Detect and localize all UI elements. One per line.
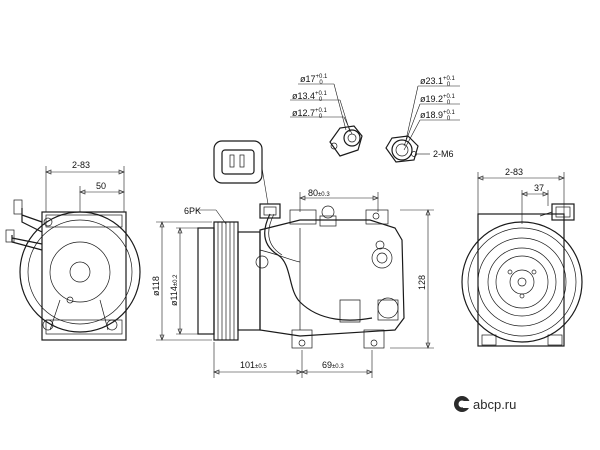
dim-bottom-offset: 69±0.3	[322, 360, 344, 370]
right-end-view	[461, 203, 583, 347]
dim-right-view-width: 2-83	[505, 167, 523, 177]
connector-detail	[213, 140, 269, 205]
dim-left-width: 2-83	[72, 160, 90, 170]
dim-right-view-inner: 37	[534, 183, 544, 193]
dim-right-height: 128	[417, 275, 427, 290]
watermark-text: abcp.ru	[473, 397, 516, 412]
right-port-detail	[385, 85, 460, 163]
dim-mount-spacing: 80±0.3	[308, 188, 330, 198]
right-view-dimensions	[477, 172, 565, 224]
dim-side-outer: ø118	[151, 276, 161, 296]
side-view-body	[197, 203, 405, 349]
watermark: abcp.ru	[454, 396, 516, 412]
side-view-dimensions	[156, 192, 434, 378]
dim-belt-label: 6PK	[184, 206, 201, 216]
dim-left-inner: 50	[96, 181, 106, 191]
dim-bottom-length: 101±0.5	[240, 360, 267, 370]
left-end-view	[5, 199, 141, 341]
dim-side-inner: ø114±0.2	[169, 274, 179, 306]
port-thread-label: 2-M6	[433, 149, 454, 159]
left-port-detail	[290, 83, 363, 157]
left-view-dimensions	[45, 166, 125, 212]
